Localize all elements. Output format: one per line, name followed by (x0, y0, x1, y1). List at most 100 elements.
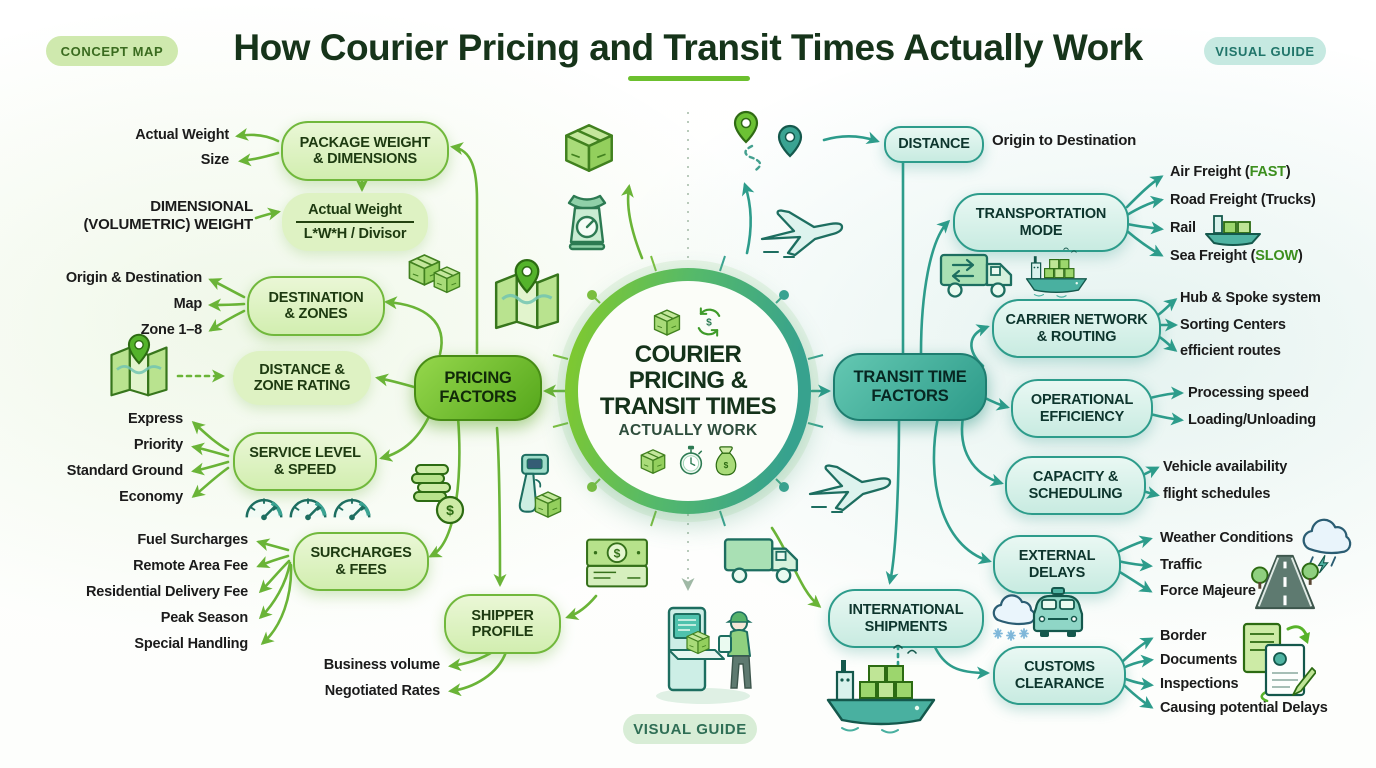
label-border: Border (1160, 628, 1207, 644)
label-fuel-surcharges: Fuel Surcharges (137, 532, 248, 548)
circle-spokes (552, 255, 824, 527)
label-vehicle-availability: Vehicle availability (1163, 459, 1288, 475)
parcel-boxes-icon (408, 254, 461, 294)
node-package-weight-dimensions: PACKAGE WEIGHT & DIMENSIONS (281, 121, 449, 181)
page-title: How Courier Pricing and Transit Times Ac… (233, 27, 1143, 68)
stopwatch-icon (679, 444, 703, 475)
taxi-icon (1032, 586, 1084, 638)
label-sea-freight-prefix: Sea Freight ( (1170, 248, 1256, 264)
label-actual-weight: Actual Weight (135, 127, 229, 143)
node-operational-efficiency: OPERATIONAL EFFICIENCY (1011, 379, 1153, 438)
central-subtitle: ACTUALLY WORK (618, 421, 758, 439)
package-icon (653, 309, 681, 337)
label-economy: Economy (119, 489, 183, 505)
central-node-inner: COURIER PRICING & TRANSIT TIMES ACTUALLY… (578, 281, 798, 501)
node-distance: DISTANCE (884, 126, 984, 163)
map-pin-icon (494, 258, 560, 330)
node-dimensional-weight-formula: Actual Weight L*W*H / Divisor (282, 193, 428, 251)
label-map: Map (173, 296, 203, 312)
node-external-delays: EXTERNAL DELAYS (993, 535, 1121, 594)
speedometer-icon (288, 497, 328, 522)
rail-barge-icon (1205, 215, 1261, 246)
label-peak-season: Peak Season (160, 610, 248, 626)
visual-guide-badge-top: VISUAL GUIDE (1204, 37, 1326, 65)
label-air-freight-prefix: Air Freight ( (1170, 164, 1250, 180)
truck-icon (723, 538, 799, 584)
label-loading-unloading: Loading/Unloading (1188, 412, 1316, 428)
central-title: COURIER PRICING & TRANSIT TIMES (599, 341, 777, 420)
label-air-freight: Air Freight (FAST) (1170, 164, 1291, 182)
label-efficient-routes: efficient routes (1180, 343, 1281, 359)
label-standard-ground: Standard Ground (66, 463, 183, 479)
cargo-ship-icon (826, 644, 936, 734)
label-business-volume: Business volume (323, 657, 440, 673)
label-rail: Rail (1170, 220, 1196, 236)
speedometer-icon (244, 497, 284, 522)
label-air-freight-suffix: ) (1285, 164, 1291, 180)
central-icons-bottom (637, 444, 739, 477)
label-force-majeure: Force Majeure (1160, 583, 1256, 599)
transit-time-factors-hub: TRANSIT TIME FACTORS (833, 353, 987, 421)
node-transportation-mode: TRANSPORTATION MODE (953, 193, 1129, 252)
package-icon (565, 124, 613, 173)
cargo-ship-icon (1025, 247, 1088, 298)
label-zone-1-8: Zone 1–8 (140, 322, 202, 338)
courier-kiosk-icon (645, 598, 765, 706)
formula-numerator: Actual Weight (296, 202, 414, 223)
label-weather-conditions: Weather Conditions (1160, 530, 1294, 546)
central-node: COURIER PRICING & TRANSIT TIMES ACTUALLY… (565, 268, 811, 514)
label-negotiated-rates: Negotiated Rates (324, 683, 440, 699)
route-pins-icon (733, 110, 803, 173)
airplane-icon (808, 464, 892, 514)
road-icon (1250, 554, 1320, 610)
label-flight-schedules: flight schedules (1163, 486, 1271, 502)
label-hub-spoke-system: Hub & Spoke system (1180, 290, 1321, 306)
label-size: Size (200, 152, 229, 168)
node-capacity-scheduling: CAPACITY & SCHEDULING (1005, 456, 1146, 515)
currency-exchange-icon (697, 307, 721, 338)
central-icons-top (650, 305, 726, 339)
label-origin-destination: Origin & Destination (65, 270, 202, 286)
label-sea-freight-highlight: SLOW (1255, 248, 1298, 264)
weighing-scale-icon (567, 194, 607, 251)
node-customs-clearance: CUSTOMS CLEARANCE (993, 646, 1126, 705)
package-icon (640, 448, 666, 474)
label-inspections: Inspections (1160, 676, 1239, 692)
money-bag-icon (715, 445, 737, 475)
truck-icon (938, 248, 1016, 302)
label-sorting-centers: Sorting Centers (1180, 317, 1286, 333)
label-documents: Documents (1160, 652, 1238, 668)
airplane-icon (760, 209, 844, 259)
label-air-freight-highlight: FAST (1249, 164, 1286, 180)
label-remote-area-fee: Remote Area Fee (133, 558, 248, 574)
label-priority: Priority (133, 437, 183, 453)
pricing-factors-hub: PRICING FACTORS (414, 355, 542, 421)
node-carrier-network-routing: CARRIER NETWORK & ROUTING (992, 299, 1161, 358)
coins-icon (410, 463, 465, 525)
formula-denominator: L*W*H / Divisor (303, 226, 407, 242)
node-distance-zone-rating: DISTANCE & ZONE RATING (233, 351, 371, 405)
banknote-icon (586, 538, 648, 588)
node-international-shipments: INTERNATIONAL SHIPMENTS (828, 589, 984, 648)
label-sea-freight-suffix: ) (1297, 248, 1303, 264)
map-pin-icon (110, 333, 168, 397)
customs-documents-icon (1242, 622, 1316, 702)
label-causing-potential-delays: Causing potential Delays (1160, 700, 1328, 716)
concept-map-badge: CONCEPT MAP (46, 36, 178, 66)
label-origin-to-destination: Origin to Destination (992, 132, 1137, 149)
label-traffic: Traffic (1160, 557, 1203, 573)
node-shipper-profile: SHIPPER PROFILE (444, 594, 561, 654)
title-underline (628, 76, 750, 81)
label-residential-delivery-fee: Residential Delivery Fee (85, 584, 248, 600)
package-icon (534, 491, 562, 518)
node-surcharges-fees: SURCHARGES & FEES (293, 532, 429, 591)
label-express: Express (127, 411, 183, 427)
label-dimensional-weight: DIMENSIONAL (VOLUMETRIC) WEIGHT (83, 198, 253, 234)
label-sea-freight: Sea Freight (SLOW) (1170, 248, 1303, 266)
speedometer-icon (332, 497, 372, 522)
green-connectors (176, 127, 822, 697)
label-road-freight: Road Freight (Trucks) (1170, 192, 1316, 208)
visual-guide-badge-bottom: VISUAL GUIDE (623, 714, 757, 744)
label-special-handling: Special Handling (134, 636, 248, 652)
